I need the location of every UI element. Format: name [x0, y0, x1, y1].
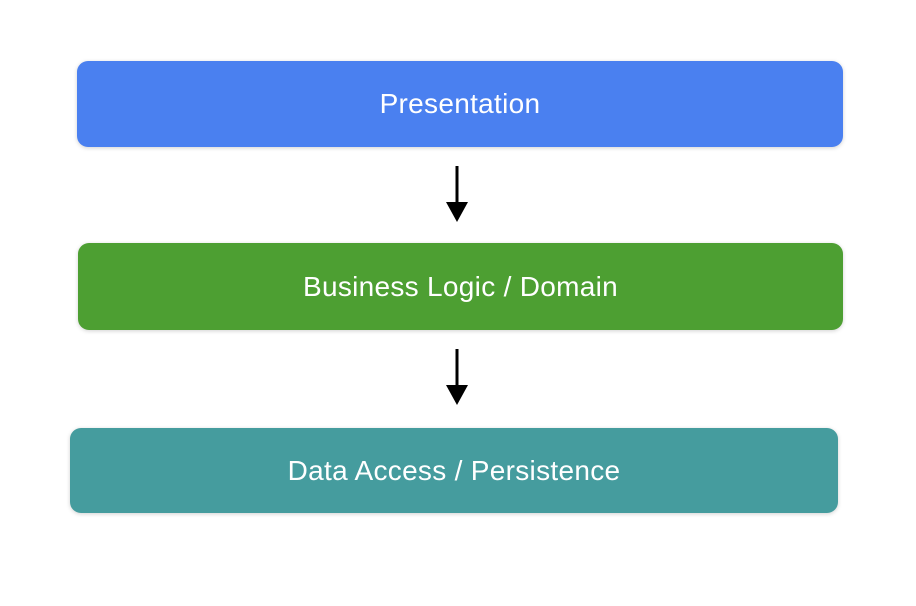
layer-box-business-logic: Business Logic / Domain	[78, 243, 843, 330]
layer-label-presentation: Presentation	[379, 88, 541, 119]
arrow-down-icon	[446, 349, 468, 405]
layer-label-business-logic: Business Logic / Domain	[302, 270, 619, 302]
layer-box-presentation: Presentation	[77, 61, 843, 147]
layer-box-data-access: Data Access / Persistence	[70, 428, 838, 513]
arrow-down-icon	[446, 166, 468, 222]
layer-label-data-access: Data Access / Persistence	[287, 454, 621, 486]
